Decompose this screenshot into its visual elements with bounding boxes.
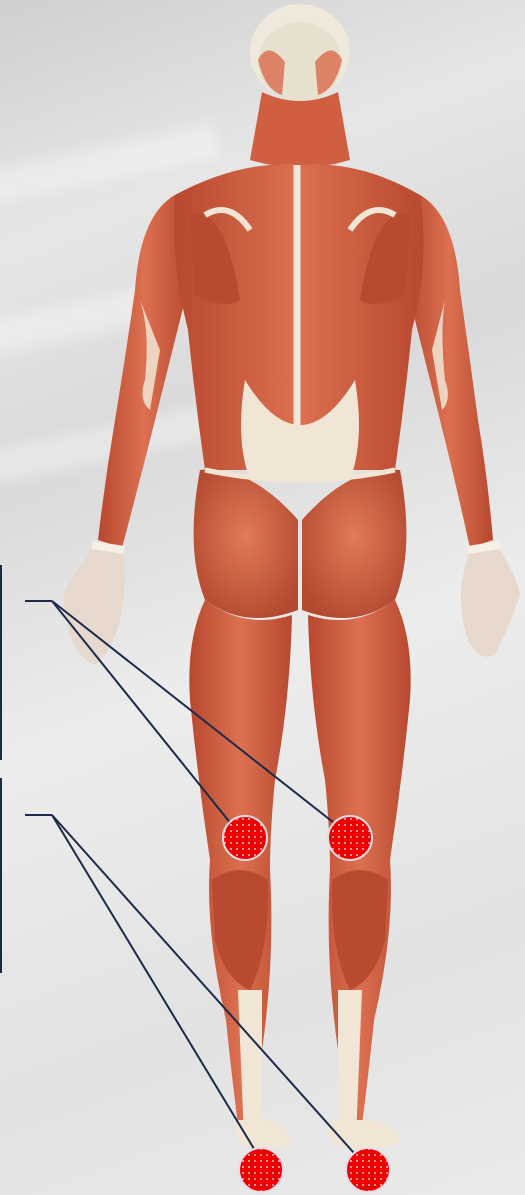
neck <box>250 92 350 168</box>
gluteal-region <box>194 470 407 618</box>
left-arm <box>64 195 190 665</box>
torso <box>174 164 424 480</box>
right-leg <box>308 600 411 1148</box>
marker-right-knee[interactable] <box>328 816 372 860</box>
marker-left-heel[interactable] <box>239 1148 283 1192</box>
head <box>250 4 350 102</box>
leader-line-right-heel <box>52 815 362 1162</box>
leader-lines-lower <box>25 815 362 1162</box>
marker-left-knee[interactable] <box>223 816 267 860</box>
marker-right-heel[interactable] <box>346 1148 390 1192</box>
